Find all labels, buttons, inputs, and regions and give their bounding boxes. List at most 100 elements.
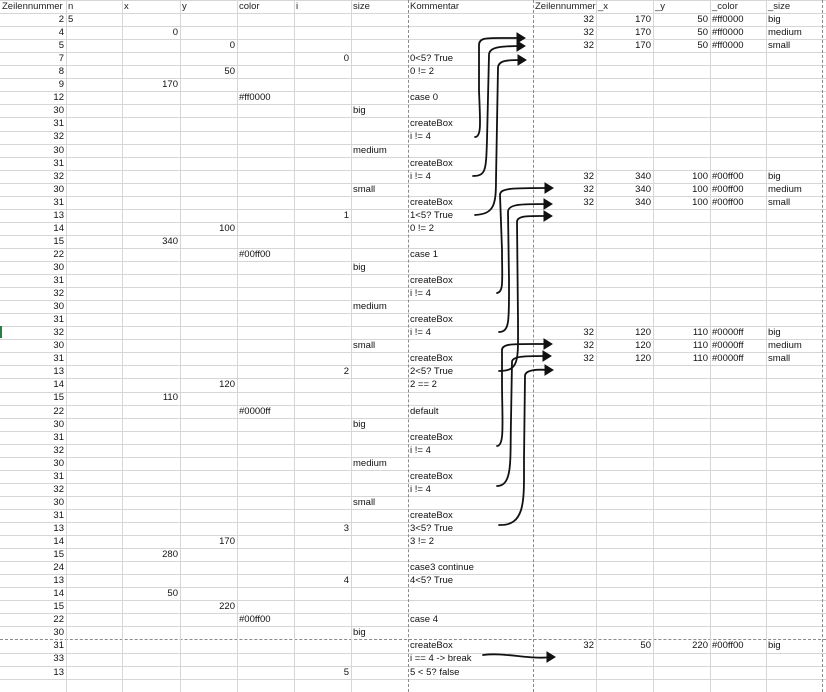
column-header[interactable]: Zeilennummer: [2, 1, 63, 12]
table-cell[interactable]: small: [353, 184, 376, 195]
table-cell[interactable]: small: [768, 197, 791, 208]
table-cell[interactable]: small: [353, 340, 376, 351]
table-cell[interactable]: 32: [53, 171, 64, 182]
table-cell[interactable]: 14: [53, 223, 64, 234]
table-cell[interactable]: 0 != 2: [410, 66, 435, 77]
table-cell[interactable]: 1<5? True: [410, 210, 454, 221]
table-cell[interactable]: #00ff00: [239, 249, 271, 260]
table-cell[interactable]: 5: [68, 14, 74, 25]
table-cell[interactable]: small: [353, 497, 376, 508]
table-cell[interactable]: 50: [224, 66, 235, 77]
column-header[interactable]: Zeilennummer: [535, 1, 596, 12]
table-cell[interactable]: big: [768, 640, 781, 651]
table-cell[interactable]: 110: [692, 353, 708, 364]
table-cell[interactable]: 32: [583, 340, 594, 351]
table-cell[interactable]: 100: [692, 171, 708, 182]
table-cell[interactable]: 50: [697, 14, 708, 25]
table-cell[interactable]: big: [768, 171, 781, 182]
table-cell[interactable]: 1: [343, 210, 349, 221]
table-cell[interactable]: 14: [53, 588, 64, 599]
table-cell[interactable]: 32: [583, 197, 594, 208]
table-cell[interactable]: 32: [53, 131, 64, 142]
table-cell[interactable]: 50: [697, 40, 708, 51]
table-cell[interactable]: 31: [53, 275, 64, 286]
table-cell[interactable]: 280: [162, 549, 178, 560]
table-cell[interactable]: i != 4: [410, 131, 431, 142]
table-cell[interactable]: 0: [343, 53, 349, 64]
table-cell[interactable]: 340: [635, 171, 651, 182]
table-cell[interactable]: 30: [53, 419, 64, 430]
column-header[interactable]: _size: [768, 1, 791, 12]
table-cell[interactable]: 120: [635, 353, 651, 364]
table-cell[interactable]: 340: [635, 184, 651, 195]
column-header[interactable]: x: [124, 1, 129, 12]
table-cell[interactable]: medium: [768, 184, 802, 195]
table-cell[interactable]: 2: [343, 366, 349, 377]
table-cell[interactable]: #0000ff: [712, 327, 744, 338]
table-cell[interactable]: medium: [768, 340, 802, 351]
table-cell[interactable]: default: [410, 406, 439, 417]
table-cell[interactable]: 15: [53, 601, 64, 612]
table-cell[interactable]: 12: [53, 92, 64, 103]
table-cell[interactable]: 9: [58, 79, 64, 90]
table-cell[interactable]: 31: [53, 353, 64, 364]
table-cell[interactable]: 31: [53, 158, 64, 169]
table-cell[interactable]: i != 4: [410, 288, 431, 299]
table-cell[interactable]: 31: [53, 118, 64, 129]
table-cell[interactable]: 24: [53, 562, 64, 573]
table-cell[interactable]: #0000ff: [239, 406, 271, 417]
table-cell[interactable]: 110: [162, 392, 178, 403]
table-cell[interactable]: createBox: [410, 158, 453, 169]
column-header[interactable]: _color: [712, 1, 738, 12]
table-cell[interactable]: #00ff00: [239, 614, 271, 625]
table-cell[interactable]: 100: [692, 197, 708, 208]
table-cell[interactable]: 4: [343, 575, 349, 586]
table-cell[interactable]: i != 4: [410, 171, 431, 182]
table-cell[interactable]: 3 != 2: [410, 536, 435, 547]
table-cell[interactable]: 32: [53, 445, 64, 456]
table-cell[interactable]: 32: [583, 27, 594, 38]
table-cell[interactable]: createBox: [410, 275, 453, 286]
table-cell[interactable]: 13: [53, 366, 64, 377]
table-cell[interactable]: 8: [58, 66, 64, 77]
table-cell[interactable]: 31: [53, 314, 64, 325]
table-cell[interactable]: medium: [353, 458, 387, 469]
table-cell[interactable]: 30: [53, 301, 64, 312]
table-cell[interactable]: 340: [162, 236, 178, 247]
table-cell[interactable]: 50: [697, 27, 708, 38]
table-cell[interactable]: big: [768, 14, 781, 25]
table-cell[interactable]: 4: [58, 27, 64, 38]
column-header[interactable]: n: [68, 1, 74, 12]
column-header[interactable]: Kommentar: [410, 1, 460, 12]
table-cell[interactable]: i != 4: [410, 445, 431, 456]
table-cell[interactable]: big: [353, 419, 366, 430]
table-cell[interactable]: 13: [53, 575, 64, 586]
table-cell[interactable]: #0000ff: [712, 340, 744, 351]
table-cell[interactable]: 3<5? True: [410, 523, 454, 534]
table-cell[interactable]: createBox: [410, 640, 453, 651]
table-cell[interactable]: 22: [53, 614, 64, 625]
table-cell[interactable]: 15: [53, 549, 64, 560]
table-cell[interactable]: 120: [219, 379, 235, 390]
column-header[interactable]: size: [353, 1, 370, 12]
table-cell[interactable]: createBox: [410, 353, 453, 364]
table-cell[interactable]: 170: [219, 536, 235, 547]
table-cell[interactable]: #00ff00: [712, 197, 744, 208]
column-header[interactable]: y: [182, 1, 187, 12]
table-cell[interactable]: createBox: [410, 471, 453, 482]
table-cell[interactable]: case 4: [410, 614, 438, 625]
table-cell[interactable]: 30: [53, 262, 64, 273]
table-cell[interactable]: createBox: [410, 432, 453, 443]
table-cell[interactable]: case3 continue: [410, 562, 474, 573]
table-cell[interactable]: 32: [583, 184, 594, 195]
table-cell[interactable]: #00ff00: [712, 184, 744, 195]
table-cell[interactable]: 32: [583, 40, 594, 51]
table-cell[interactable]: i != 4: [410, 484, 431, 495]
table-cell[interactable]: createBox: [410, 197, 453, 208]
column-header[interactable]: color: [239, 1, 260, 12]
table-cell[interactable]: 340: [635, 197, 651, 208]
table-cell[interactable]: 13: [53, 667, 64, 678]
table-cell[interactable]: #ff0000: [712, 14, 744, 25]
table-cell[interactable]: 32: [53, 327, 64, 338]
table-cell[interactable]: 14: [53, 536, 64, 547]
